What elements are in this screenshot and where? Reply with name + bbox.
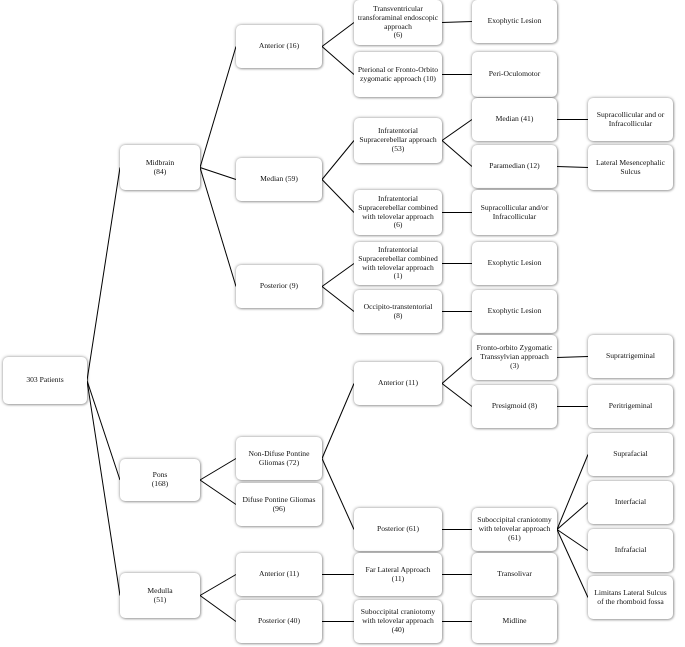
connector-midbrain-to-mb-posterior bbox=[199, 167, 237, 287]
connector-pons-to-non-difuse bbox=[199, 458, 237, 481]
connector-fronto-orbito-to-supratrigeminal bbox=[556, 356, 589, 358]
connector-subocc-telo-61-to-interfacial bbox=[556, 502, 589, 530]
node-infrafacial: Infrafacial bbox=[588, 529, 673, 572]
node-peritrigeminal: Peritrigeminal bbox=[588, 385, 673, 428]
node-supratrigeminal: Supratrigeminal bbox=[588, 335, 673, 378]
node-infra-supra-telo-1: Infratentorial Supracerebellar combined … bbox=[354, 242, 442, 285]
node-infra-supra-53: Infratentorial Supracerebellar approach … bbox=[354, 118, 442, 163]
node-root: 303 Patients bbox=[3, 357, 87, 404]
connector-transventricular-to-exophytic-1 bbox=[441, 21, 473, 23]
node-paramedian-12: Paramedian (12) bbox=[472, 145, 557, 188]
node-subocc-telo-40: Suboccipital craniotomy with telovelar a… bbox=[354, 600, 442, 643]
node-occipito: Occipito-transtentorial (8) bbox=[354, 290, 442, 333]
connector-midbrain-to-mb-anterior bbox=[199, 46, 237, 168]
connector-mb-anterior-to-pterional bbox=[321, 46, 355, 75]
node-pons: Pons (168) bbox=[120, 459, 200, 501]
connector-infra-supra-53-to-median-41 bbox=[441, 119, 473, 141]
node-pons-posterior: Posterior (61) bbox=[354, 508, 442, 551]
connector-non-difuse-to-pons-anterior bbox=[321, 383, 355, 459]
node-medulla: Medulla (51) bbox=[120, 573, 200, 618]
connector-root-to-pons bbox=[86, 380, 121, 481]
connector-root-to-midbrain bbox=[86, 167, 121, 381]
node-mb-anterior: Anterior (16) bbox=[236, 25, 322, 68]
node-interfacial: Interfacial bbox=[588, 481, 673, 524]
connector-non-difuse-to-pons-posterior bbox=[321, 458, 355, 530]
node-exophytic-1: Exophytic Lesion bbox=[472, 0, 557, 43]
node-suprafacial: Suprafacial bbox=[588, 433, 673, 476]
node-difuse: Difuse Pontine Gliomas (96) bbox=[236, 483, 322, 526]
node-supra-infra-collicular-b: Supracollicular and/or Infracollicular bbox=[472, 190, 557, 235]
connector-midbrain-to-mb-median bbox=[199, 167, 237, 180]
node-subocc-telo-61: Suboccipital craniotomy with telovelar a… bbox=[472, 508, 557, 551]
node-midbrain: Midbrain (84) bbox=[120, 145, 200, 190]
connector-subocc-telo-61-to-infrafacial bbox=[556, 529, 589, 551]
node-peri-oculomotor: Peri-Oculomotor bbox=[472, 52, 557, 97]
node-med-anterior: Anterior (11) bbox=[236, 553, 322, 596]
node-far-lateral: Far Lateral Approach (11) bbox=[354, 553, 442, 596]
connector-mb-median-to-infra-supra-53 bbox=[321, 140, 355, 180]
node-mb-posterior: Posterior (9) bbox=[236, 265, 322, 308]
node-med-posterior: Posterior (40) bbox=[236, 600, 322, 643]
node-presigmoid: Presigmoid (8) bbox=[472, 385, 557, 428]
node-transolivar: Transolivar bbox=[472, 553, 557, 596]
node-supra-infra-collicular-a: Supracollicular and or Infracollicular bbox=[588, 98, 673, 141]
connector-infra-supra-53-to-paramedian-12 bbox=[441, 140, 473, 167]
node-non-difuse: Non-Difuse Pontine Gliomas (72) bbox=[236, 437, 322, 480]
node-exophytic-3: Exophytic Lesion bbox=[472, 290, 557, 333]
node-fronto-orbito: Fronto-orbito Zygomatic Transsylvian app… bbox=[472, 335, 557, 380]
node-exophytic-2: Exophytic Lesion bbox=[472, 242, 557, 285]
connector-root-to-medulla bbox=[86, 380, 121, 596]
connector-subocc-telo-61-to-limitans bbox=[556, 529, 589, 598]
node-lateral-mesencephalic: Lateral Mesencephalic Sulcus bbox=[588, 145, 673, 190]
connector-mb-anterior-to-transventricular bbox=[321, 22, 355, 47]
connector-paramedian-12-to-lateral-mesencephalic bbox=[556, 166, 589, 168]
connector-subocc-telo-61-to-suprafacial bbox=[556, 454, 589, 530]
connector-pons-to-difuse bbox=[199, 479, 237, 505]
node-transventricular: Transventricular transforaminal endoscop… bbox=[354, 0, 442, 45]
connector-mb-median-to-infra-supra-telo-6 bbox=[321, 179, 355, 213]
node-infra-supra-telo-6: Infratentorial Supracerebellar combined … bbox=[354, 190, 442, 235]
connector-pons-anterior-to-presigmoid bbox=[441, 383, 473, 407]
node-midline: Midline bbox=[472, 600, 557, 643]
node-mb-median: Median (59) bbox=[236, 158, 322, 201]
connector-pons-anterior-to-fronto-orbito bbox=[441, 357, 473, 384]
connector-mb-posterior-to-occipito bbox=[321, 286, 355, 312]
node-pons-anterior: Anterior (11) bbox=[354, 362, 442, 405]
node-limitans: Limitans Lateral Sulcus of the rhomboid … bbox=[588, 576, 673, 619]
connector-medulla-to-med-anterior bbox=[199, 574, 237, 596]
connector-medulla-to-med-posterior bbox=[199, 595, 237, 622]
node-pterional: Pterional or Fronto-Orbito zygomatic app… bbox=[354, 52, 442, 97]
connector-mb-posterior-to-infra-supra-telo-1 bbox=[321, 263, 355, 287]
node-median-41: Median (41) bbox=[472, 98, 557, 141]
